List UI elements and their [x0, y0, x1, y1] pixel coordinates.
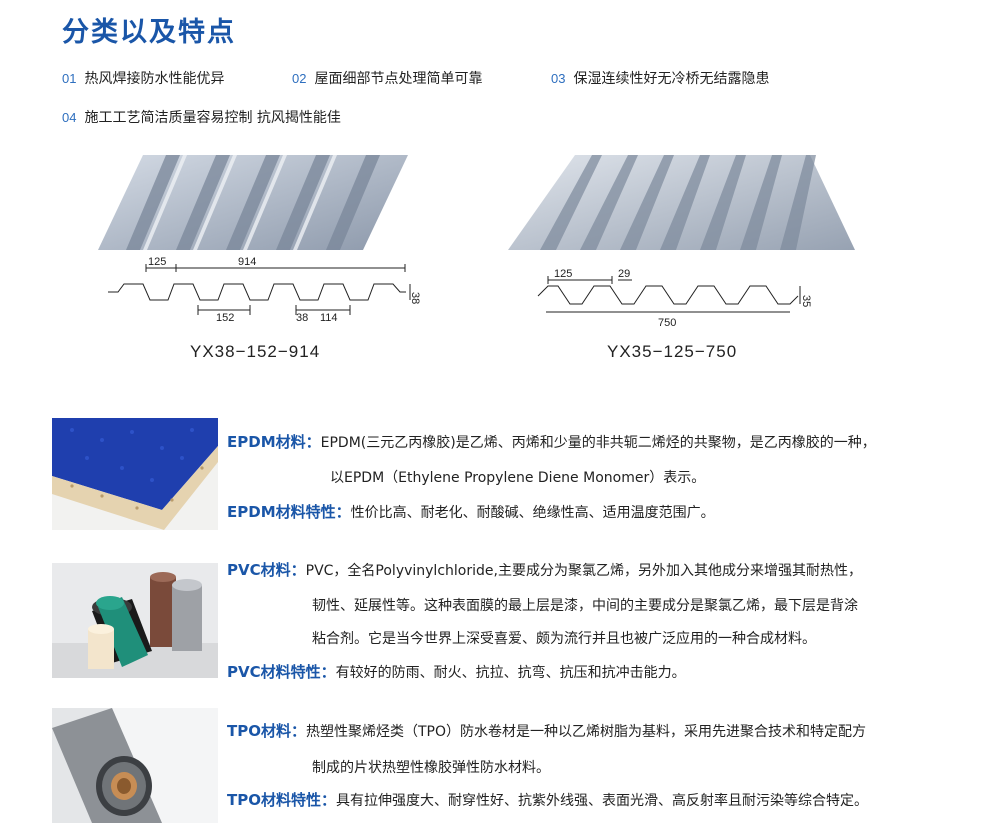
pvc-feature-text: 有较好的防雨、耐火、抗拉、抗弯、抗压和抗冲击能力。 — [335, 665, 686, 681]
dim-label: 29 — [618, 268, 630, 280]
dim-label: 114 — [320, 312, 338, 324]
panel-model-label: YX35−125−750 — [607, 342, 738, 361]
panel-model-label: YX38−152−914 — [190, 342, 321, 361]
dim-label: 35 — [800, 295, 812, 307]
feature-item-2: 02 屋面细部节点处理简单可靠 — [292, 68, 482, 88]
pvc-material-label: PVC材料： — [227, 561, 306, 579]
dim-label: 152 — [216, 312, 234, 324]
epdm-material-label: EPDM材料： — [227, 433, 321, 451]
feature-text: 施工工艺简洁质量容易控制 抗风揭性能佳 — [84, 110, 341, 126]
epdm-material-line: 以EPDM（Ethylene Propylene Diene Monomer）表… — [330, 470, 706, 486]
tpo-material-line: TPO材料：热塑性聚烯烃类（TPO）防水卷材是一种以乙烯树脂为基料，采用先进聚合… — [227, 721, 866, 742]
epdm-feature-label: EPDM材料特性： — [227, 503, 351, 521]
panel-yx35-illustration: 125 29 35 750 — [508, 155, 855, 329]
dim-label: 125 — [554, 268, 572, 280]
epdm-feature-text: 性价比高、耐老化、耐酸碱、绝缘性高、适用温度范围广。 — [350, 505, 715, 521]
epdm-feature-line: EPDM材料特性：性价比高、耐老化、耐酸碱、绝缘性高、适用温度范围广。 — [227, 502, 715, 523]
pvc-material-line: PVC材料：PVC，全名Polyvinylchloride,主要成分为聚氯乙烯，… — [227, 560, 862, 581]
tpo-roll-image — [52, 708, 218, 823]
feature-number: 01 — [62, 71, 77, 86]
pvc-feature-line: PVC材料特性：有较好的防雨、耐火、抗拉、抗弯、抗压和抗冲击能力。 — [227, 662, 686, 683]
tpo-feature-line: TPO材料特性：具有拉伸强度大、耐穿性好、抗紫外线强、表面光滑、高反射率且耐污染… — [227, 790, 868, 811]
dim-label: 38 — [409, 292, 421, 304]
tpo-material-label: TPO材料： — [227, 722, 306, 740]
feature-text: 热风焊接防水性能优异 — [84, 71, 225, 87]
page-title: 分类以及特点 — [62, 17, 236, 48]
tpo-feature-text: 具有拉伸强度大、耐穿性好、抗紫外线强、表面光滑、高反射率且耐污染等综合特定。 — [335, 793, 868, 809]
feature-item-3: 03 保湿连续性好无冷桥无结露隐患 — [551, 68, 769, 88]
dim-label: 125 — [148, 256, 166, 268]
epdm-material-text: EPDM(三元乙丙橡胶)是乙烯、丙烯和少量的非共轭二烯烃的共聚物，是乙丙橡胶的一… — [320, 435, 876, 451]
pvc-material-text: PVC，全名Polyvinylchloride,主要成分为聚氯乙烯，另外加入其他… — [305, 563, 862, 579]
tpo-feature-label: TPO材料特性： — [227, 791, 336, 809]
dim-label: 38 — [296, 312, 308, 324]
pvc-material-line: 韧性、延展性等。这种表面膜的最上层是漆，中间的主要成分是聚氯乙烯，最下层是背涂 — [312, 598, 858, 614]
pvc-feature-label: PVC材料特性： — [227, 663, 336, 681]
pvc-material-line: 粘合剂。它是当今世界上深受喜爱、颇为流行并且也被广泛应用的一种合成材料。 — [312, 631, 816, 647]
tpo-material-line: 制成的片状热塑性橡胶弹性防水材料。 — [312, 760, 550, 776]
feature-number: 03 — [551, 71, 566, 86]
dim-label: 750 — [658, 317, 676, 329]
feature-item-1: 01 热风焊接防水性能优异 — [62, 68, 224, 88]
feature-item-4: 04 施工工艺简洁质量容易控制 抗风揭性能佳 — [62, 107, 341, 127]
feature-text: 保湿连续性好无冷桥无结露隐患 — [573, 71, 770, 87]
feature-text: 屋面细部节点处理简单可靠 — [314, 71, 483, 87]
epdm-sample-image — [52, 418, 218, 530]
epdm-material-line: EPDM材料：EPDM(三元乙丙橡胶)是乙烯、丙烯和少量的非共轭二烯烃的共聚物，… — [227, 432, 876, 453]
pvc-rolls-image — [52, 563, 218, 678]
feature-number: 02 — [292, 71, 307, 86]
tpo-material-text: 热塑性聚烯烃类（TPO）防水卷材是一种以乙烯树脂为基料，采用先进聚合技术和特定配… — [305, 724, 866, 740]
feature-number: 04 — [62, 110, 77, 125]
dim-label: 914 — [238, 256, 256, 268]
panel-yx38-illustration: 125 914 38 152 38 114 — [98, 155, 421, 324]
